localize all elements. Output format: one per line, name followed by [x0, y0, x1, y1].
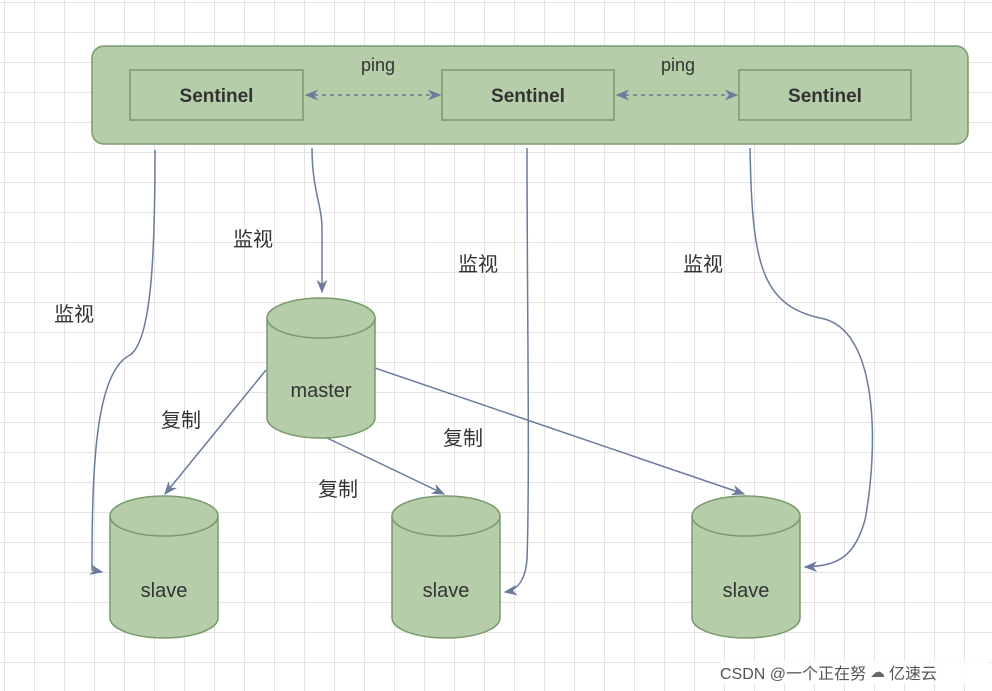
monitor-label: 监视	[683, 253, 723, 276]
slave-label: slave	[423, 580, 470, 602]
replicate-arrow	[374, 367, 746, 496]
sentinel-node: Sentinel	[129, 69, 304, 121]
slave-label: slave	[141, 580, 188, 602]
sentinel-label: Sentinel	[491, 86, 565, 107]
replicate-label: 复制	[161, 409, 201, 432]
master-node: master	[266, 297, 376, 439]
sentinel-node: Sentinel	[441, 69, 615, 121]
sentinel-node: Sentinel	[738, 69, 912, 121]
monitor-arrow	[311, 147, 328, 294]
replicate-label: 复制	[443, 427, 483, 450]
slave-node: slave	[391, 495, 501, 639]
ping-label: ping	[361, 55, 395, 75]
monitor-label: 监视	[54, 303, 94, 326]
monitor-label: 监视	[458, 253, 498, 276]
sentinel-label: Sentinel	[180, 86, 254, 107]
watermark-brand-text: 亿速云	[889, 666, 938, 683]
replicate-arrow	[164, 369, 267, 496]
monitor-arrow	[503, 147, 530, 596]
replicate-label: 复制	[318, 478, 358, 501]
monitor-arrow	[749, 147, 874, 573]
master-label: master	[290, 380, 351, 402]
monitor-arrow	[89, 149, 156, 575]
slave-label: slave	[723, 580, 770, 602]
watermark-source-text: CSDN @一个正在努	[720, 666, 867, 683]
cloud-icon: ☁	[870, 664, 886, 681]
ping-label: ping	[661, 55, 695, 75]
monitor-label: 监视	[233, 228, 273, 251]
sentinel-label: Sentinel	[788, 86, 862, 107]
slave-node: slave	[109, 495, 219, 639]
watermark-footer: CSDN @一个正在努 ☁ 亿速云	[720, 660, 990, 684]
slave-node: slave	[691, 495, 801, 639]
replicate-arrow	[324, 436, 446, 495]
